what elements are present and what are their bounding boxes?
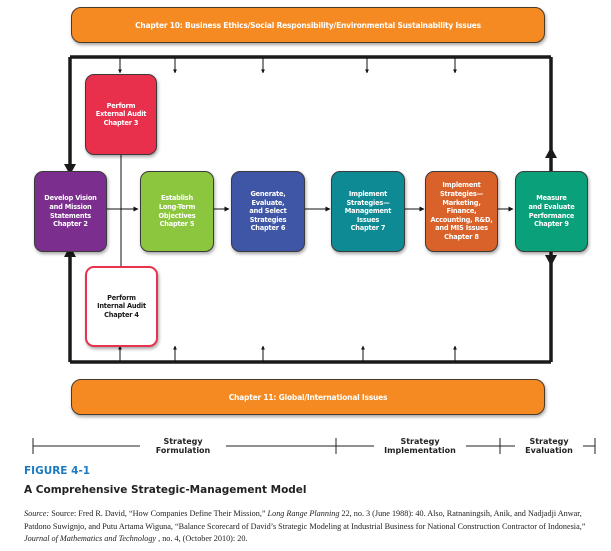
measure-box: Measure and Evaluate Performance Chapter… xyxy=(515,171,588,252)
phase-evaluation: Strategy Evaluation xyxy=(515,437,583,455)
external-audit-label: Perform External Audit Chapter 3 xyxy=(95,101,147,127)
objectives-label: Establish Long-Term Objectives Chapter 5 xyxy=(158,194,196,229)
ethics-banner-label: Chapter 10: Business Ethics/Social Respo… xyxy=(135,20,481,30)
implement-management-label: Implement Strategies— Management Issues … xyxy=(344,190,392,233)
source-journal-1: Long Range Planning xyxy=(267,509,340,518)
strategies-box: Generate, Evaluate, and Select Strategie… xyxy=(231,171,305,252)
external-audit-box: Perform External Audit Chapter 3 xyxy=(85,74,157,155)
phase-implementation-label: Strategy Implementation xyxy=(384,437,456,455)
top-arrows xyxy=(118,57,457,74)
implement-functional-box: Implement Strategies— Marketing, Finance… xyxy=(425,171,498,252)
ethics-banner: Chapter 10: Business Ethics/Social Respo… xyxy=(71,7,545,43)
phase-evaluation-label: Strategy Evaluation xyxy=(525,437,573,455)
global-banner-label: Chapter 11: Global/International Issues xyxy=(228,392,388,402)
phase-formulation: Strategy Formulation xyxy=(140,437,226,455)
source-text-3: , no. 4, (October 2010): 20. xyxy=(156,534,248,543)
strategies-label: Generate, Evaluate, and Select Strategie… xyxy=(249,190,287,233)
measure-label: Measure and Evaluate Performance Chapter… xyxy=(528,194,575,229)
source-text-2: 22, no. 3 (June 1988): 40. Also, Ratnani… xyxy=(24,509,586,531)
source-text-1: Source: Fred R. David, “How Companies De… xyxy=(49,509,268,518)
internal-audit-label: Perform Internal Audit Chapter 4 xyxy=(97,293,146,319)
objectives-box: Establish Long-Term Objectives Chapter 5 xyxy=(140,171,214,252)
source-journal-2: Journal of Mathematics and Technology xyxy=(24,534,157,543)
global-banner: Chapter 11: Global/International Issues xyxy=(71,379,545,415)
vision-label: Develop Vision and Mission Statements Ch… xyxy=(44,194,97,229)
figure-title: A Comprehensive Strategic-Management Mod… xyxy=(24,484,307,496)
phase-brackets xyxy=(32,438,596,454)
phase-formulation-label: Strategy Formulation xyxy=(155,437,211,455)
source-label: Source: xyxy=(24,509,50,518)
figure-number: FIGURE 4-1 xyxy=(24,465,91,477)
bottom-arrows xyxy=(118,345,457,362)
implement-management-box: Implement Strategies— Management Issues … xyxy=(331,171,405,252)
phase-implementation: Strategy Implementation xyxy=(374,437,466,455)
vision-box: Develop Vision and Mission Statements Ch… xyxy=(34,171,107,252)
source-citation: Source: Source: Fred R. David, “How Comp… xyxy=(24,508,609,546)
internal-audit-box: Perform Internal Audit Chapter 4 xyxy=(85,266,158,347)
implement-functional-label: Implement Strategies— Marketing, Finance… xyxy=(430,181,493,241)
